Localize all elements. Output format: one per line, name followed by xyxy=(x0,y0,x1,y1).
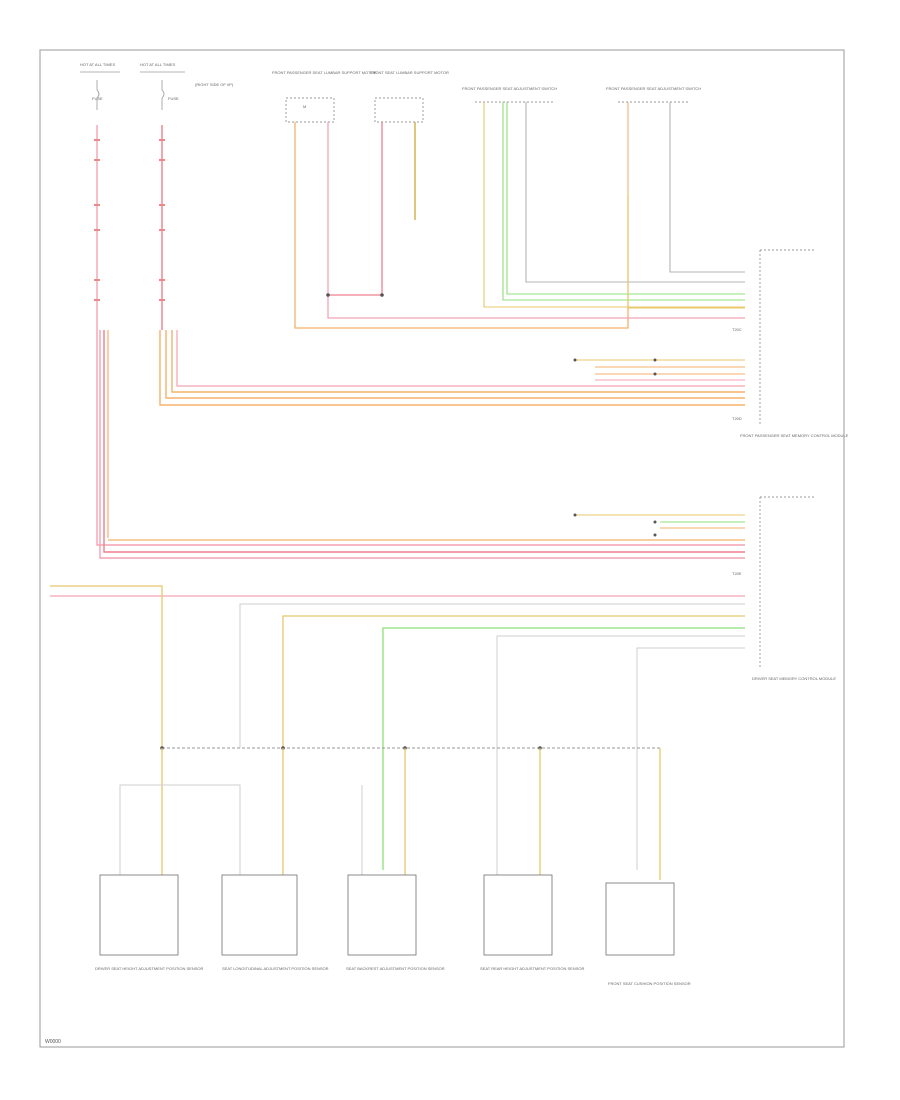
wire-orange-driver-feed xyxy=(107,330,745,541)
fuse-label-1: FUSE xyxy=(92,96,103,101)
wire-sensor-gray-2 xyxy=(496,635,745,870)
wire-pink-driver-feed-2 xyxy=(99,330,745,559)
hot-at-all-times-label-1: HOT AT ALL TIMES xyxy=(80,62,115,67)
wire-pink-driver-feed xyxy=(96,125,745,546)
sensor-seat-longitudinal: SEAT LONGITUDINAL ADJUSTMENT POSITION SE… xyxy=(221,874,329,971)
front-seat-lumbar-label: FRONT SEAT LUMBAR SUPPORT MOTOR xyxy=(370,70,449,75)
power-source-right: HOT AT ALL TIMES FUSE (RIGHT SIDE OF I/P… xyxy=(140,62,234,101)
fuse-block-note: (RIGHT SIDE OF I/P) xyxy=(195,82,234,87)
wire-sw1-green-2 xyxy=(506,102,745,295)
passenger-module-pin-labels: T20C T20D xyxy=(732,327,742,421)
sensor-driver-seat-height: DRIVER SEAT HEIGHT ADJUSTMENT POSITION S… xyxy=(95,874,204,971)
driver-module-label: DRIVER SEAT MEMORY CONTROL MODULE xyxy=(752,676,836,681)
wire-sensor-gray-3 xyxy=(636,647,745,870)
wire-lumbar-pass-orange xyxy=(294,122,629,329)
wire-sw1-yellow xyxy=(483,102,745,308)
front-passenger-lumbar-motor: FRONT PASSENGER SEAT LUMBAR SUPPORT MOTO… xyxy=(272,70,377,123)
wire-gray-loop-1 xyxy=(119,784,241,875)
wire-sw1-green-1 xyxy=(502,102,745,301)
wire-sw1-gray xyxy=(525,102,745,283)
sensor-label-1: DRIVER SEAT HEIGHT ADJUSTMENT POSITION S… xyxy=(95,966,204,971)
svg-text:T20E: T20E xyxy=(732,571,742,576)
wire-orange-passenger-3 xyxy=(171,330,745,393)
svg-text:M: M xyxy=(303,104,306,109)
front-pass-lumbar-label: FRONT PASSENGER SEAT LUMBAR SUPPORT MOTO… xyxy=(272,70,377,75)
passenger-module-side-wires xyxy=(573,358,745,381)
wire-sensor-gray-1 xyxy=(239,603,745,748)
wire-orange-passenger-2 xyxy=(165,330,745,399)
wire-sensor-feed-orange xyxy=(50,585,163,748)
footer-code: W0000 xyxy=(45,1039,61,1045)
wire-sensor-green xyxy=(382,627,745,870)
wire-sw2-gray-2 xyxy=(627,195,745,309)
front-passenger-seat-module: FRONT PASSENGER SEAT MEMORY CONTROL MODU… xyxy=(740,249,849,438)
sensor-front-seat-cushion: FRONT SEAT CUSHION POSITION SENSOR xyxy=(605,882,691,986)
wire-sw2-gray xyxy=(669,102,745,273)
wire-red-driver-feed xyxy=(103,330,745,553)
driver-seat-module: DRIVER SEAT MEMORY CONTROL MODULE xyxy=(752,496,836,681)
driver-module-side-wires: T20E xyxy=(573,513,745,576)
svg-text:T20C: T20C xyxy=(732,327,742,332)
sensor-label-4: SEAT REAR HEIGHT ADJUSTMENT POSITION SEN… xyxy=(480,966,585,971)
sensor-seat-backrest: SEAT BACKREST ADJUSTMENT POSITION SENSOR xyxy=(346,874,445,971)
sensor-seat-rear-height: SEAT REAR HEIGHT ADJUSTMENT POSITION SEN… xyxy=(480,874,585,971)
front-passenger-switch-1: FRONT PASSENGER SEAT ADJUSTMENT SWITCH xyxy=(462,86,557,103)
front-passenger-switch-2: FRONT PASSENGER SEAT ADJUSTMENT SWITCH xyxy=(606,86,701,103)
sensor-label-3: SEAT BACKREST ADJUSTMENT POSITION SENSOR xyxy=(346,966,445,971)
front-seat-lumbar-motor: FRONT SEAT LUMBAR SUPPORT MOTOR xyxy=(370,70,449,123)
front-pass-switch-label-2: FRONT PASSENGER SEAT ADJUSTMENT SWITCH xyxy=(606,86,701,91)
power-source-left: HOT AT ALL TIMES FUSE xyxy=(80,62,120,101)
front-pass-switch-label-1: FRONT PASSENGER SEAT ADJUSTMENT SWITCH xyxy=(462,86,557,91)
connector-marks-left xyxy=(94,139,165,301)
hot-at-all-times-label-2: HOT AT ALL TIMES xyxy=(140,62,175,67)
fuse-symbol-2 xyxy=(161,80,165,110)
sensor-label-5: FRONT SEAT CUSHION POSITION SENSOR xyxy=(608,981,691,986)
wire-pink-passenger-4 xyxy=(176,330,745,387)
fuse-label-2: FUSE xyxy=(168,96,179,101)
front-passenger-module-label: FRONT PASSENGER SEAT MEMORY CONTROL MODU… xyxy=(740,433,849,438)
wire-lumbar-pass-pink xyxy=(327,122,745,319)
wire-orange-passenger-1 xyxy=(159,330,745,406)
fuse-symbol-1 xyxy=(96,80,100,110)
diagram-frame xyxy=(39,49,845,1048)
wire-lumbar-seat-pink xyxy=(328,122,383,296)
wire-sensor-orange-2 xyxy=(282,615,745,748)
svg-text:T20D: T20D xyxy=(732,416,742,421)
sensor-label-2: SEAT LONGITUDINAL ADJUSTMENT POSITION SE… xyxy=(222,966,329,971)
